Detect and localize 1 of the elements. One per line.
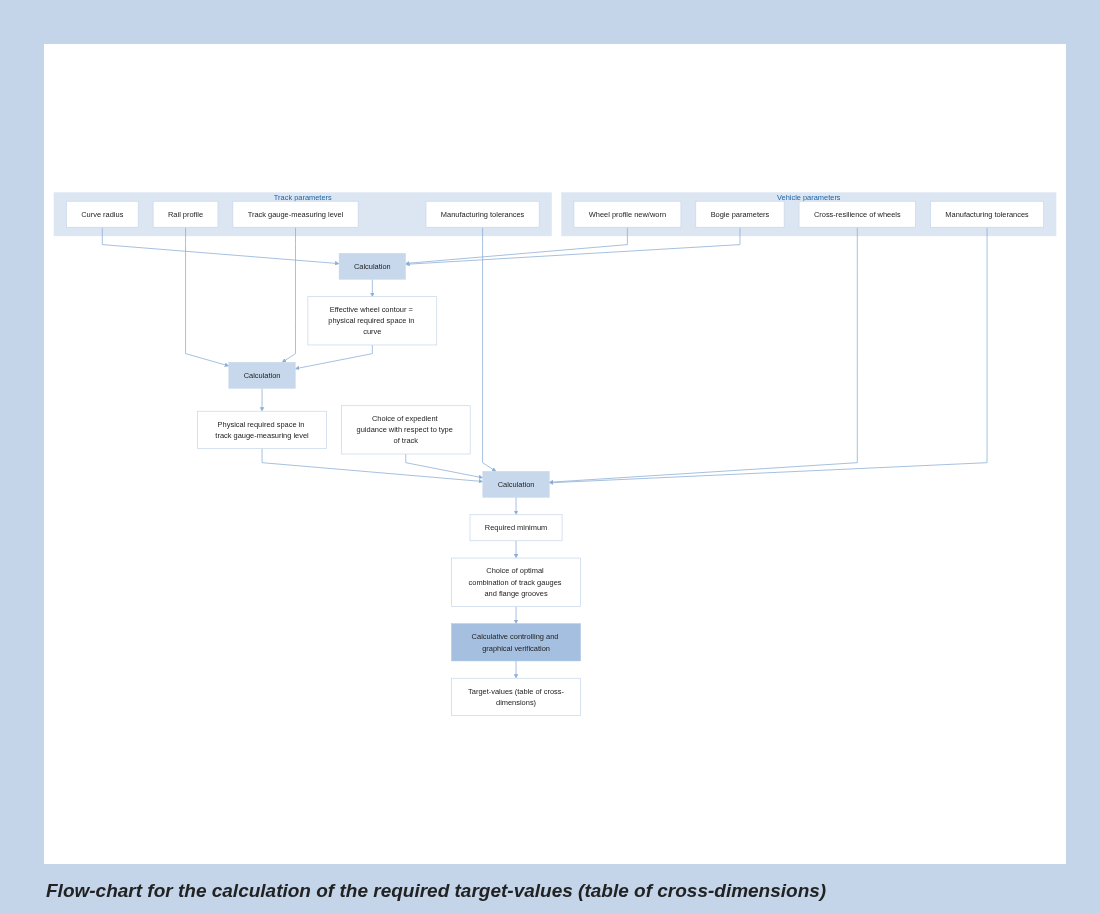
caption: Flow-chart for the calculation of the required target-values (table of cross-dimensions) — [46, 880, 827, 902]
